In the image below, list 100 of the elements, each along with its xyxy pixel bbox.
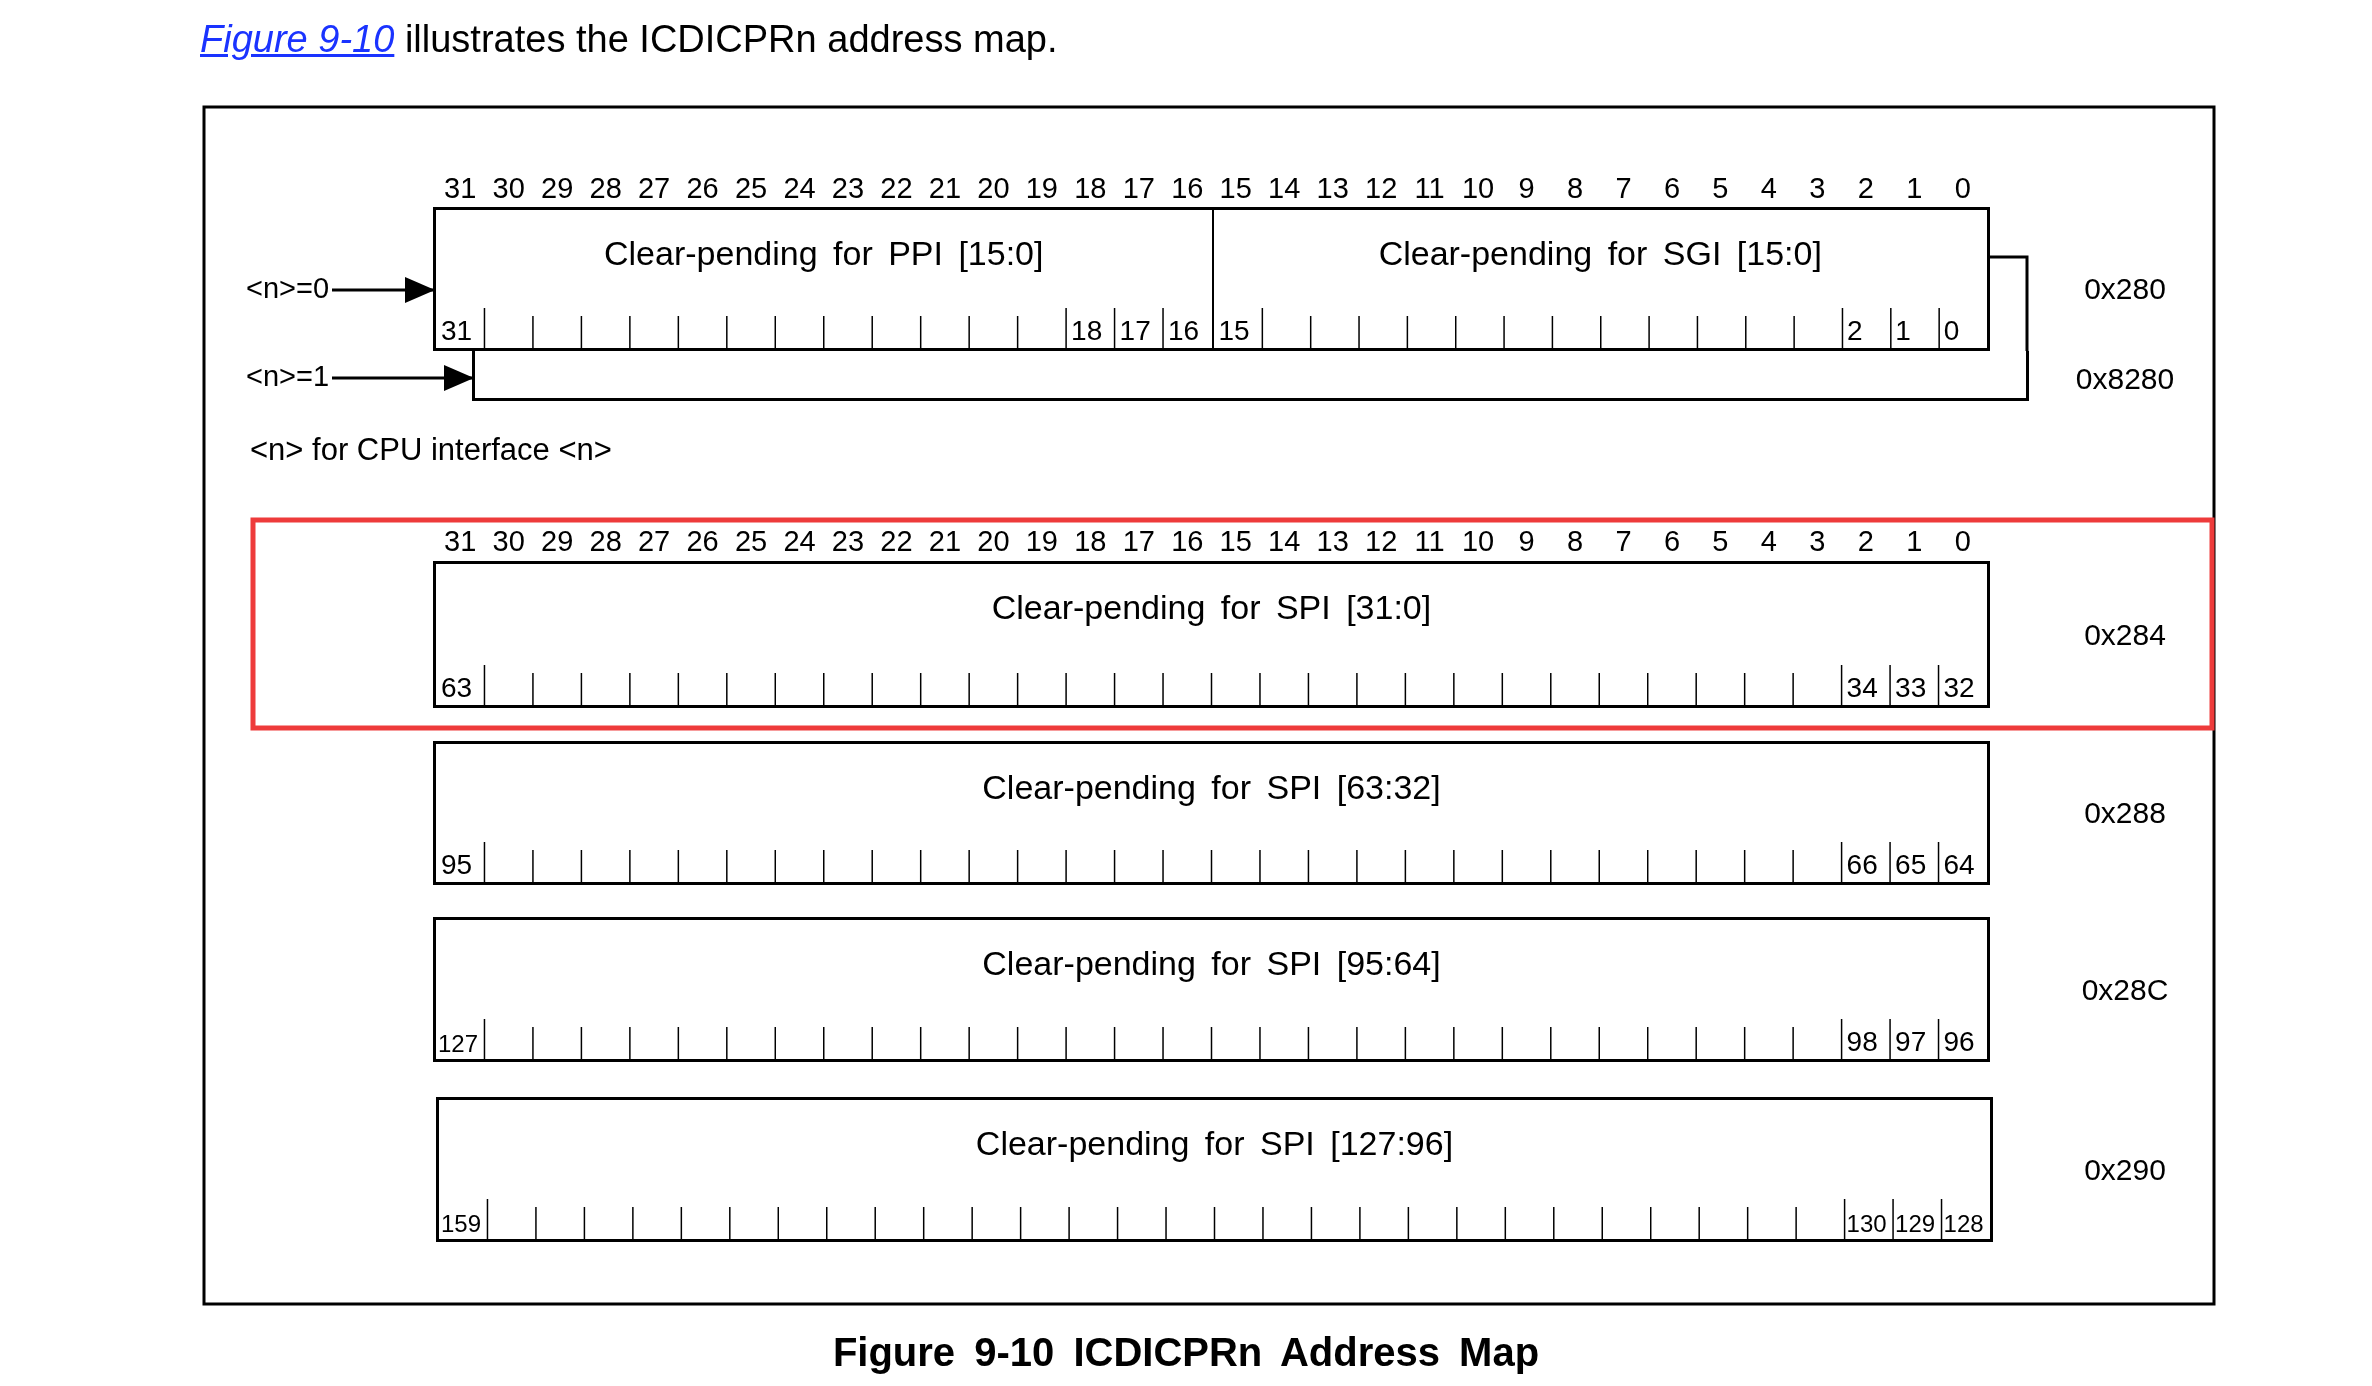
field-label: Clear-pending for SPI [63:32] [981,768,1442,807]
bit-index: 11 [1414,527,1445,556]
bit-index: 21 [928,174,962,203]
bit-index: 29 [541,174,574,203]
bit-number: 128 [1943,1212,1984,1236]
bit-index: 11 [1414,174,1445,203]
bit-index: 13 [1316,174,1349,203]
bit-index: 3 [1809,174,1826,203]
bit-number: 32 [1943,674,1975,702]
bit-index: 10 [1461,174,1495,203]
bit-index: 20 [977,527,1010,556]
bit-index: 14 [1268,527,1301,556]
bit-number: 66 [1846,851,1878,879]
bit-index: 6 [1663,174,1680,203]
bit-index: 29 [541,527,574,556]
bit-index: 31 [444,527,477,556]
bit-number: 16 [1168,317,1200,345]
bit-index: 3 [1809,527,1826,556]
bit-number: 98 [1846,1028,1878,1056]
bit-index: 2 [1857,174,1874,203]
bit-index: 16 [1171,174,1204,203]
bit-index: 9 [1518,527,1535,556]
bit-number: 97 [1895,1028,1927,1056]
bit-index: 9 [1518,174,1535,203]
bit-index: 19 [1025,174,1058,203]
bit-index: 12 [1365,527,1398,556]
arrow [332,277,435,303]
bit-index: 24 [783,527,816,556]
bit-index: 0 [1954,527,1971,556]
address-label: 0x284 [2083,617,2167,652]
figure-caption: Figure 9-10 ICDICPRn Address Map [831,1330,1541,1375]
address-label: 0x288 [2083,796,2167,830]
bit-index: 26 [686,527,719,556]
bit-index: 15 [1219,174,1252,203]
bit-index: 18 [1074,527,1107,556]
bit-index: 25 [734,527,768,556]
bit-number: 1 [1895,317,1911,345]
bit-index: 5 [1712,527,1729,556]
bit-index: 14 [1268,174,1301,203]
address-label: 0x290 [2083,1152,2167,1187]
bit-index: 1 [1906,174,1923,203]
selector-label: <n>=0 [246,272,346,308]
bit-number: 33 [1895,674,1927,702]
bit-index: 26 [686,174,719,203]
bit-index: 21 [928,527,962,556]
bit-number: 64 [1943,851,1975,879]
bit-index: 6 [1663,527,1680,556]
register-box [436,1097,1993,1242]
bit-index: 4 [1760,527,1777,556]
bit-index: 5 [1712,174,1729,203]
bit-number: 63 [441,674,473,702]
bit-index: 8 [1566,174,1584,203]
bit-number: 15 [1218,317,1250,345]
bit-index: 31 [444,174,477,203]
bit-index: 30 [492,527,525,556]
bit-index: 23 [831,527,865,556]
bit-number: 129 [1895,1212,1936,1236]
address-label: 0x8280 [2074,362,2176,396]
bit-number: 65 [1895,851,1927,879]
field-label: Clear-pending for SPI [95:64] [981,944,1442,983]
bit-number: 130 [1846,1212,1887,1236]
bit-index: 0 [1954,174,1971,203]
bit-index: 27 [638,174,671,203]
bit-number: 34 [1846,674,1878,702]
bit-number: 127 [438,1032,479,1056]
bit-index: 28 [589,174,622,203]
bit-index: 25 [734,174,768,203]
bit-index: 30 [492,174,525,203]
bit-index: 2 [1857,527,1874,556]
bit-index: 17 [1122,527,1155,556]
register-box [433,741,1990,885]
bit-index: 19 [1025,527,1058,556]
bit-number: 18 [1071,317,1103,345]
bit-index: 7 [1615,174,1632,203]
bit-index: 22 [880,527,913,556]
selector-label: <n>=1 [246,360,346,396]
register-box [433,561,1990,708]
bit-index: 8 [1566,527,1584,556]
bit-index: 17 [1122,174,1155,203]
bit-number: 159 [441,1212,482,1236]
bit-index: 4 [1760,174,1777,203]
bit-number: 0 [1943,317,1960,345]
bit-index: 15 [1219,527,1252,556]
bit-number: 95 [441,851,473,879]
bit-index: 13 [1316,527,1349,556]
note-text: <n> for CPU interface <n> [250,432,612,468]
bit-number: 31 [441,317,473,345]
address-label: 0x28C [2080,972,2170,1007]
bit-index: 22 [880,174,913,203]
register-box [472,351,2029,401]
bit-number: 2 [1846,317,1863,345]
arrow [332,365,474,391]
bit-index: 20 [977,174,1010,203]
bit-index: 28 [589,527,622,556]
bit-index: 27 [638,527,671,556]
bit-index: 18 [1074,174,1107,203]
bit-index: 10 [1461,527,1495,556]
bit-index: 7 [1615,527,1632,556]
field-label: Clear-pending for SGI [15:0] [1377,234,1823,273]
bit-number: 96 [1943,1028,1975,1056]
